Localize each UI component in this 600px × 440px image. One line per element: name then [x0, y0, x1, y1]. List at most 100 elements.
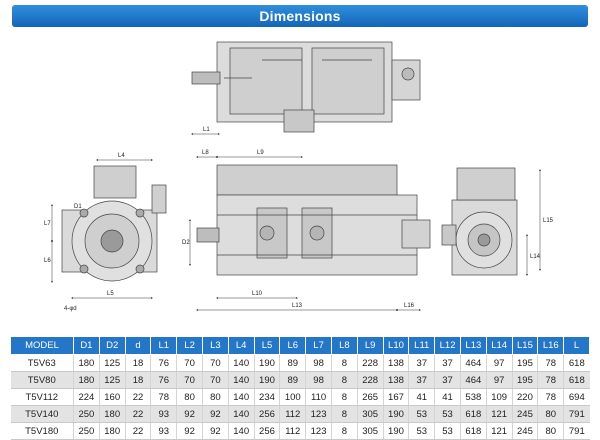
value-cell: 18	[124, 354, 151, 372]
col-header: L15	[511, 336, 539, 355]
value-cell: 190	[253, 354, 280, 372]
value-cell: 93	[150, 422, 177, 440]
value-cell: 220	[511, 388, 538, 406]
value-cell: 70	[176, 354, 203, 372]
value-cell: 22	[124, 388, 151, 406]
value-cell: 190	[382, 422, 409, 440]
value-cell: 245	[511, 405, 538, 423]
dim-l8: L8	[202, 150, 209, 156]
value-cell: 70	[201, 354, 229, 372]
value-cell: 80	[537, 422, 564, 440]
value-cell: 78	[537, 388, 564, 406]
value-cell: 76	[150, 354, 177, 372]
value-cell: 41	[408, 388, 435, 406]
dim-l4: L4	[118, 153, 125, 159]
value-cell: 8	[330, 388, 358, 406]
dim-l14: L14	[530, 254, 541, 260]
value-cell: 78	[150, 388, 177, 406]
value-cell: 92	[176, 405, 203, 423]
col-header: L8	[330, 336, 358, 355]
value-cell: 98	[305, 354, 332, 372]
value-cell: 125	[98, 371, 126, 389]
value-cell: 80	[201, 388, 229, 406]
front-view	[61, 165, 167, 282]
col-header: d	[124, 336, 152, 355]
dim-d2: D2	[182, 240, 190, 246]
value-cell: 18	[124, 371, 151, 389]
col-header: L14	[485, 336, 513, 355]
value-cell: 37	[408, 371, 435, 389]
value-cell: 112	[279, 405, 306, 423]
value-cell: 228	[356, 354, 384, 372]
value-cell: 121	[485, 405, 513, 423]
value-cell: 8	[330, 371, 358, 389]
value-cell: 180	[98, 405, 126, 423]
dim-l7: L7	[44, 221, 51, 227]
model-cell: T5V140	[10, 405, 74, 423]
value-cell: 37	[408, 354, 435, 372]
value-cell: 100	[279, 388, 306, 406]
col-header: L12	[434, 336, 461, 355]
value-cell: 110	[305, 388, 332, 406]
value-cell: 97	[485, 371, 513, 389]
col-header: L7	[305, 336, 332, 355]
col-header: L2	[176, 336, 203, 355]
dim-l6: L6	[44, 258, 51, 264]
value-cell: 37	[434, 371, 461, 389]
value-cell: 78	[537, 371, 564, 389]
col-header: L1	[150, 336, 178, 355]
dim-l15: L15	[543, 218, 554, 224]
col-header: L4	[227, 336, 255, 355]
value-cell: 256	[253, 405, 280, 423]
page-title: Dimensions	[12, 5, 588, 27]
col-header: L11	[408, 336, 436, 355]
value-cell: 92	[201, 422, 229, 440]
value-cell: 8	[330, 422, 358, 440]
col-header: L6	[279, 336, 307, 355]
value-cell: 37	[434, 354, 461, 372]
value-cell: 265	[356, 388, 384, 406]
value-cell: 305	[356, 405, 384, 423]
value-cell: 538	[459, 388, 487, 406]
dim-l1: L1	[203, 127, 210, 133]
value-cell: 53	[434, 422, 461, 440]
value-cell: 140	[227, 388, 255, 406]
value-cell: 22	[124, 422, 151, 440]
col-header: L10	[382, 336, 410, 355]
value-cell: 791	[563, 405, 590, 423]
value-cell: 109	[485, 388, 513, 406]
value-cell: 121	[485, 422, 513, 440]
value-cell: 160	[98, 388, 126, 406]
value-cell: 195	[511, 371, 538, 389]
side-view	[196, 164, 431, 276]
value-cell: 92	[201, 405, 229, 423]
value-cell: 70	[176, 371, 203, 389]
value-cell: 464	[459, 371, 487, 389]
value-cell: 250	[73, 422, 100, 440]
value-cell: 694	[563, 388, 590, 406]
value-cell: 78	[537, 354, 564, 372]
col-header: L	[563, 336, 590, 355]
value-cell: 8	[330, 405, 358, 423]
col-header: MODEL	[10, 336, 74, 355]
rear-view	[441, 167, 518, 276]
value-cell: 190	[253, 371, 280, 389]
value-cell: 80	[176, 388, 203, 406]
value-cell: 234	[253, 388, 280, 406]
value-cell: 89	[279, 371, 306, 389]
value-cell: 167	[382, 388, 409, 406]
model-cell: T5V112	[10, 388, 74, 406]
dim-l16: L16	[404, 303, 415, 309]
value-cell: 140	[227, 422, 255, 440]
model-cell: T5V63	[10, 354, 74, 372]
model-cell: T5V180	[10, 422, 74, 440]
value-cell: 305	[356, 422, 384, 440]
value-cell: 224	[73, 388, 100, 406]
value-cell: 112	[279, 422, 306, 440]
col-header: D1	[73, 336, 100, 355]
value-cell: 53	[408, 422, 435, 440]
value-cell: 138	[382, 371, 409, 389]
value-cell: 180	[73, 371, 100, 389]
